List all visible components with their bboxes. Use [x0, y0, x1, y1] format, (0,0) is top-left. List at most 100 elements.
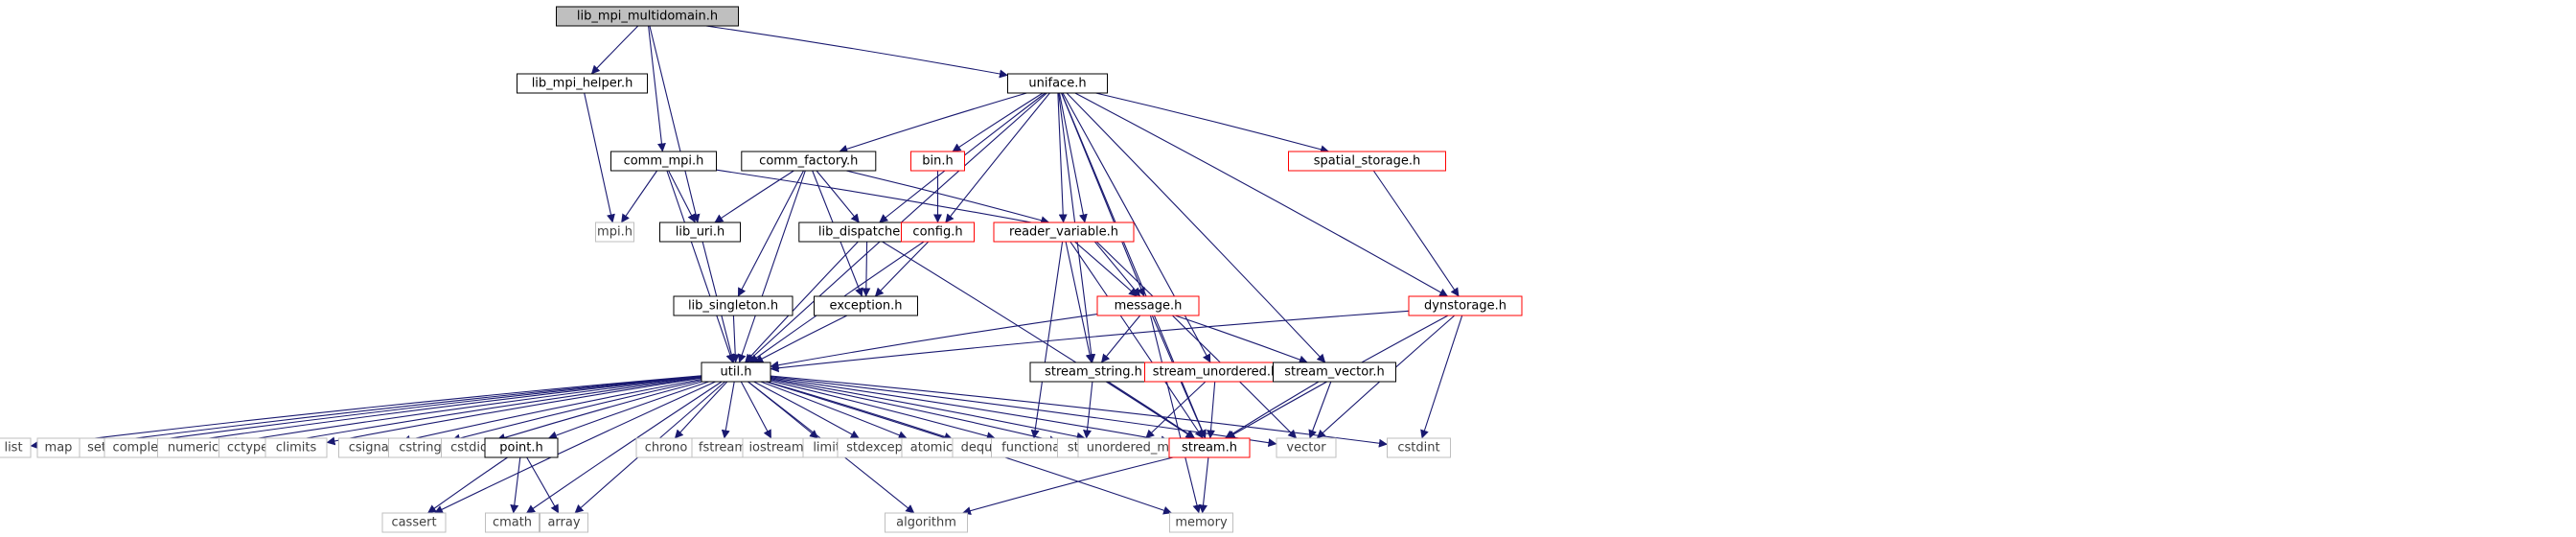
- node-vector: vector: [1276, 437, 1337, 458]
- node-box: [1387, 437, 1451, 458]
- edge-uniface_h-to-stream_h: [1061, 92, 1207, 439]
- node-bin_h[interactable]: bin.h: [910, 151, 965, 172]
- edge-comm_factory_h-to-lib_singleton_h: [737, 170, 804, 297]
- edge-lib_dispatcher_h-to-util_h: [744, 241, 859, 363]
- node-stream_unordered_h[interactable]: stream_unordered.h: [1144, 362, 1287, 383]
- edge-util_h-to-stdexcept: [753, 381, 860, 439]
- node-lib_singleton_h[interactable]: lib_singleton.h: [673, 295, 794, 316]
- edge-util_h-to-unordered_map: [770, 378, 1086, 441]
- edge-util_h-to-list: [30, 375, 702, 450]
- node-box: [610, 151, 717, 172]
- edge-message_h-to-stream_vector_h: [1175, 315, 1308, 364]
- node-box: [264, 437, 328, 458]
- node-comm_mpi_h[interactable]: comm_mpi.h: [610, 151, 717, 172]
- node-spatial_storage_h[interactable]: spatial_storage.h: [1288, 151, 1446, 172]
- edge-util_h-to-csignal: [402, 378, 702, 444]
- edge-util_h-to-point_h: [547, 381, 709, 440]
- edge-util_h-to-cctype: [276, 377, 702, 447]
- node-box: [1007, 73, 1108, 94]
- edge-lib_mpi_multidomain_h-to-lib_uri_h: [649, 25, 701, 223]
- edge-reader_variable_h-to-stream_h: [1070, 241, 1204, 439]
- node-point_h[interactable]: point.h: [484, 437, 559, 458]
- edge-comm_mpi_h-to-mpi_h: [620, 170, 658, 223]
- node-box: [595, 222, 634, 243]
- node-box: [381, 512, 447, 533]
- edge-util_h-to-deque: [767, 381, 954, 441]
- node-label: numeric: [168, 441, 218, 455]
- node-lib_mpi_multidomain_h[interactable]: lib_mpi_multidomain.h: [556, 6, 739, 27]
- node-box: [1276, 437, 1337, 458]
- node-map: map: [36, 437, 80, 458]
- node-stream_string_h[interactable]: stream_string.h: [1029, 362, 1158, 383]
- node-memory: memory: [1169, 512, 1233, 533]
- edge-lib_mpi_helper_h-to-mpi_h: [584, 92, 615, 223]
- node-util_h[interactable]: util.h: [701, 362, 771, 383]
- node-lib_mpi_helper_h[interactable]: lib_mpi_helper.h: [517, 73, 648, 94]
- node-label: complex: [112, 441, 165, 455]
- node-box: [910, 151, 965, 172]
- node-label: cstring: [399, 441, 441, 455]
- node-box: [701, 362, 771, 383]
- node-fstream: fstream: [691, 437, 754, 458]
- node-box: [1096, 295, 1200, 316]
- node-box: [1273, 362, 1396, 383]
- node-box: [741, 151, 877, 172]
- edge-util_h-to-cstdint: [770, 375, 1388, 448]
- edge-lib_dispatcher_h-to-stream_h: [882, 241, 1195, 439]
- node-climits: climits: [264, 437, 328, 458]
- node-label: iostream: [748, 441, 803, 455]
- node-lib_uri_h[interactable]: lib_uri.h: [659, 222, 741, 243]
- node-label: csignal: [349, 441, 393, 455]
- node-label: functional: [1001, 441, 1064, 455]
- node-box: [556, 6, 739, 27]
- node-stream_h[interactable]: stream.h: [1168, 437, 1251, 458]
- node-label: climits: [276, 441, 317, 455]
- edge-message_h-to-util_h: [770, 313, 1098, 370]
- node-label: vector: [1286, 441, 1326, 455]
- node-dynstorage_h[interactable]: dynstorage.h: [1408, 295, 1523, 316]
- node-stream_vector_h[interactable]: stream_vector.h: [1273, 362, 1396, 383]
- edge-dynstorage_h-to-cstdint: [1420, 315, 1463, 439]
- node-exception_h[interactable]: exception.h: [814, 295, 918, 316]
- edge-util_h-to-complex: [172, 376, 702, 447]
- edge-uniface_h-to-comm_h: [1058, 92, 1088, 223]
- node-comm_factory_h[interactable]: comm_factory.h: [741, 151, 877, 172]
- node-label: chrono: [645, 441, 688, 455]
- node-label: algorithm: [896, 516, 956, 530]
- node-reader_variable_h[interactable]: reader_variable.h: [993, 222, 1135, 243]
- node-label: stream.h: [1182, 441, 1237, 455]
- node-atomic: atomic: [901, 437, 962, 458]
- node-config_h[interactable]: config.h: [901, 222, 975, 243]
- node-box: [885, 512, 968, 533]
- edge-point_h-to-cassert: [427, 456, 508, 514]
- edge-stream_unordered_h-to-stream_h: [1207, 381, 1216, 439]
- node-label: cstdint: [1397, 441, 1439, 455]
- node-label: dynstorage.h: [1424, 299, 1506, 314]
- node-label: bin.h: [922, 154, 953, 169]
- edge-stream_string_h-to-stream_h: [1108, 381, 1196, 439]
- edge-point_h-to-array: [526, 456, 560, 514]
- edge-uniface_h-to-comm_factory_h: [839, 92, 1027, 153]
- edge-comm_mpi_h-to-comm_h: [716, 169, 1049, 229]
- edge-lib_mpi_multidomain_h-to-lib_mpi_helper_h: [590, 25, 639, 75]
- edge-comm_mpi_h-to-util_h: [666, 170, 735, 363]
- node-uniface_h[interactable]: uniface.h: [1007, 73, 1108, 94]
- node-label: cassert: [391, 516, 436, 530]
- edge-util_h-to-cmath: [526, 381, 723, 514]
- edge-util_h-to-string: [770, 379, 1058, 445]
- edge-util_h-to-cstdio: [496, 381, 702, 442]
- edge-lib_mpi_multidomain_h-to-comm_mpi_h: [648, 25, 666, 152]
- node-list: list: [0, 437, 32, 458]
- node-label: comm_mpi.h: [624, 154, 704, 169]
- node-label: stream_string.h: [1045, 365, 1142, 380]
- edge-stream_unordered_h-to-unordered_map: [1145, 381, 1207, 439]
- edge-util_h-to-map: [79, 375, 702, 449]
- node-label: comm_factory.h: [759, 154, 858, 169]
- node-csignal: csignal: [338, 437, 402, 458]
- node-message_h[interactable]: message.h: [1096, 295, 1200, 316]
- node-cassert: cassert: [381, 512, 447, 533]
- edge-comm_mpi_h-to-lib_uri_h: [668, 170, 696, 223]
- edge-util_h-to-stream_h: [770, 377, 1170, 445]
- node-box: [901, 222, 975, 243]
